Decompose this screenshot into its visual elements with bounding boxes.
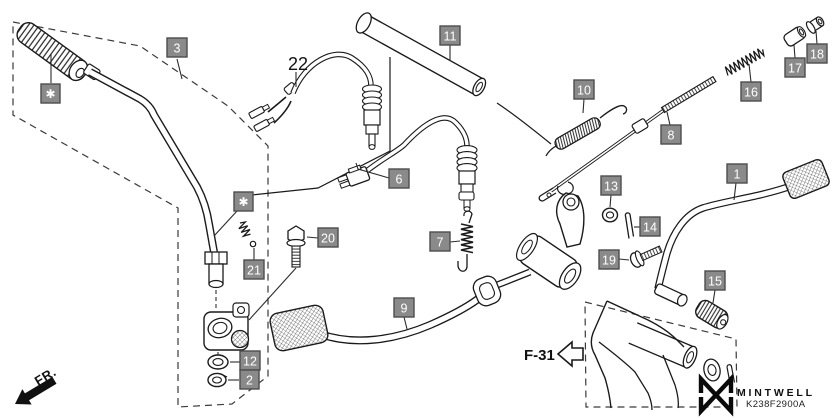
f31-arrow-icon bbox=[556, 340, 584, 368]
part-grip-rubber bbox=[16, 21, 89, 82]
part-label-14: 14 bbox=[639, 216, 661, 237]
svg-text:14: 14 bbox=[643, 221, 657, 235]
part-label-22: 22 bbox=[288, 54, 308, 74]
part-pipe-11 bbox=[355, 12, 487, 97]
svg-text:9: 9 bbox=[401, 302, 408, 316]
f31-label: F-31 bbox=[524, 347, 555, 364]
part-label-3: 3 bbox=[166, 37, 188, 58]
part-label-13: 13 bbox=[600, 175, 622, 196]
part-spring-21 bbox=[238, 221, 257, 248]
part-split-pin-14 bbox=[624, 212, 635, 239]
brand-logo: MINTWELL K238F2900A bbox=[698, 373, 815, 417]
crankcase-reference-box bbox=[584, 301, 738, 408]
part-joint-17 bbox=[783, 26, 807, 47]
part-label-8: 8 bbox=[660, 124, 682, 145]
svg-text:11: 11 bbox=[444, 30, 457, 44]
front-direction-marker: FR. bbox=[15, 364, 59, 405]
part-label-2: 2 bbox=[239, 369, 260, 390]
svg-text:7: 7 bbox=[437, 236, 444, 250]
part-label-17: 17 bbox=[784, 57, 806, 78]
part-label-15: 15 bbox=[704, 270, 726, 291]
svg-text:✱: ✱ bbox=[238, 195, 248, 209]
part-return-spring-16 bbox=[724, 48, 765, 76]
part-bolt-19 bbox=[629, 245, 663, 268]
fr-label: FR. bbox=[32, 364, 59, 388]
part-label-21: 21 bbox=[243, 259, 265, 280]
part-brake-rod-8 bbox=[538, 75, 717, 202]
part-label-20: 20 bbox=[317, 227, 339, 248]
svg-text:17: 17 bbox=[788, 62, 802, 76]
leader-lines bbox=[50, 30, 818, 381]
part-kick-pedal-9 bbox=[269, 268, 532, 352]
part-label-12: 12 bbox=[239, 350, 261, 371]
svg-text:21: 21 bbox=[247, 264, 261, 278]
svg-text:10: 10 bbox=[577, 84, 591, 98]
part-label-asterisk-lever: ✱ bbox=[233, 191, 254, 212]
part-label-18: 18 bbox=[806, 43, 828, 64]
part-label-19: 19 bbox=[598, 249, 620, 270]
part-pedal-rubber-15 bbox=[695, 299, 729, 330]
svg-text:20: 20 bbox=[321, 232, 335, 246]
svg-text:8: 8 bbox=[668, 129, 675, 143]
part-adjust-nut-18 bbox=[805, 16, 825, 34]
part-label-11: 11 bbox=[439, 25, 461, 46]
part-label-asterisk-grip: ✱ bbox=[40, 83, 61, 104]
svg-text:✱: ✱ bbox=[45, 87, 55, 101]
assembly-boundary-left bbox=[12, 21, 269, 408]
part-bolt-20 bbox=[286, 225, 306, 268]
drawing-code: K238F2900A bbox=[746, 399, 806, 410]
part-switch-cable-22 bbox=[248, 51, 383, 150]
fr-arrow-icon bbox=[15, 376, 57, 405]
ref-crankcase-drawing bbox=[590, 300, 736, 411]
part-label-16: 16 bbox=[740, 81, 762, 102]
svg-text:1: 1 bbox=[734, 168, 741, 182]
svg-text:19: 19 bbox=[602, 254, 616, 268]
part-label-6: 6 bbox=[388, 168, 410, 189]
part-kick-lever bbox=[83, 63, 228, 308]
part-brake-pedal-1 bbox=[654, 158, 830, 307]
brand-logo-icon bbox=[698, 373, 734, 417]
f31-reference: F-31 bbox=[524, 340, 584, 368]
part-lock-washer-2 bbox=[207, 372, 228, 388]
svg-text:6: 6 bbox=[396, 173, 403, 187]
part-label-10: 10 bbox=[573, 79, 595, 100]
part-spring-7 bbox=[457, 210, 474, 272]
part-washer-12 bbox=[207, 354, 229, 370]
part-pedal-pivot bbox=[515, 192, 585, 290]
svg-text:12: 12 bbox=[243, 355, 257, 369]
brand-name: MINTWELL bbox=[737, 387, 815, 399]
part-label-7: 7 bbox=[429, 231, 451, 252]
svg-text:16: 16 bbox=[744, 86, 758, 100]
part-cable-6 bbox=[337, 115, 478, 212]
svg-text:15: 15 bbox=[708, 275, 722, 289]
svg-text:2: 2 bbox=[246, 374, 253, 388]
part-label-1: 1 bbox=[726, 163, 748, 184]
svg-text:3: 3 bbox=[174, 42, 181, 56]
svg-text:18: 18 bbox=[810, 48, 824, 62]
part-lever-clamp bbox=[203, 302, 250, 368]
svg-text:13: 13 bbox=[604, 180, 618, 194]
part-washer-13 bbox=[601, 207, 619, 223]
part-label-9: 9 bbox=[393, 297, 415, 318]
